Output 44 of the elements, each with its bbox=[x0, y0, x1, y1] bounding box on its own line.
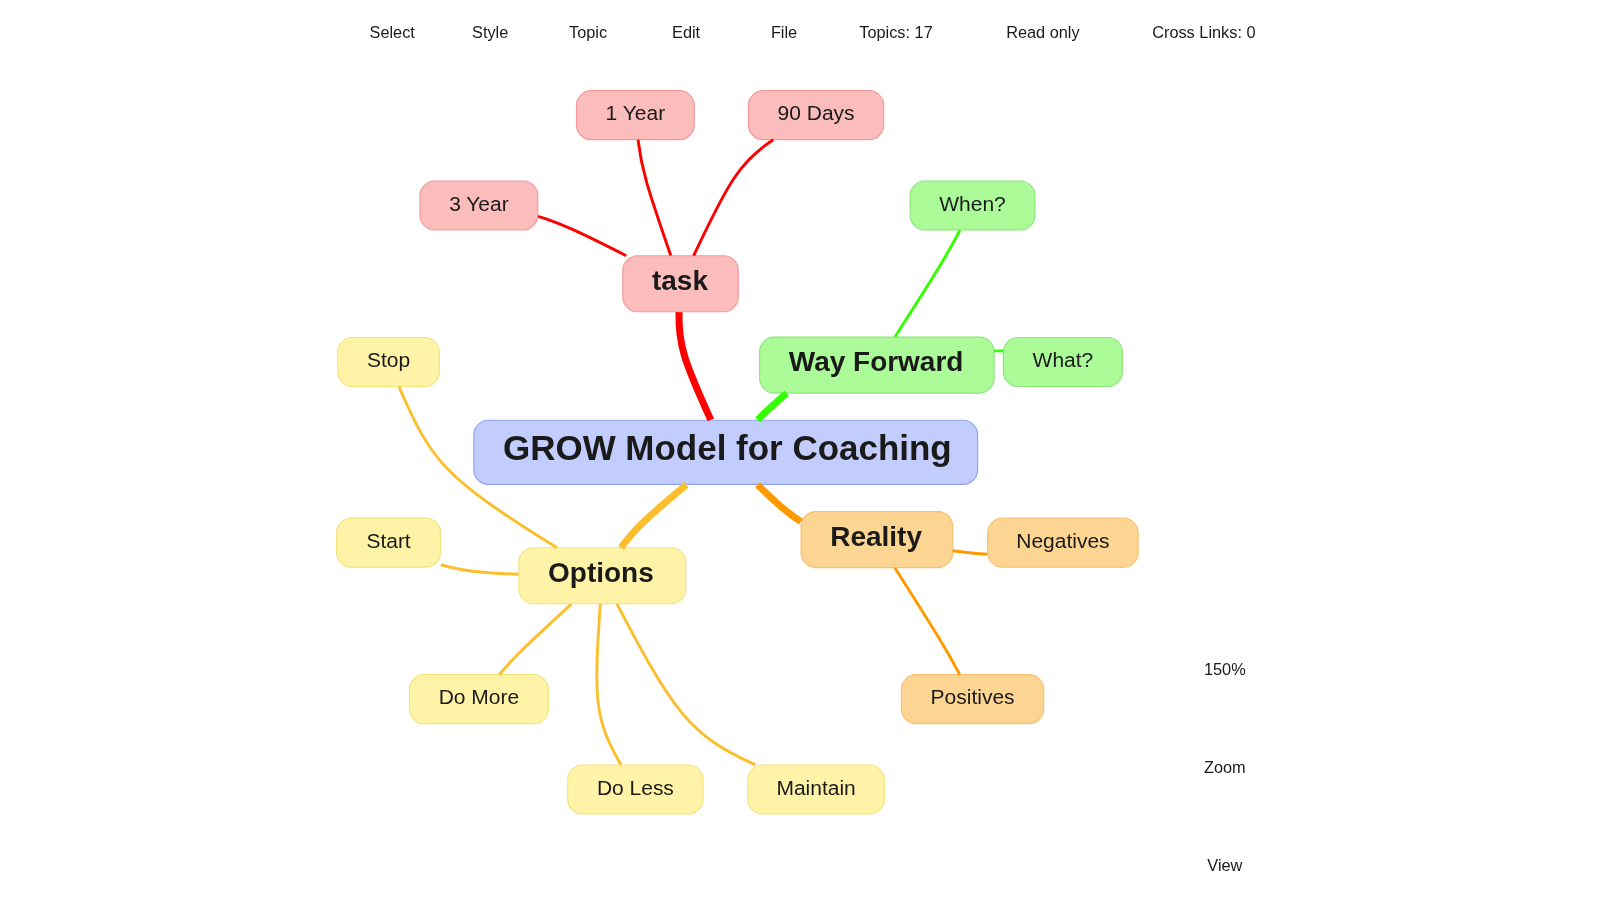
connector bbox=[397, 386, 558, 549]
connector bbox=[636, 139, 673, 256]
node-box: Options bbox=[518, 547, 687, 605]
connector bbox=[675, 312, 714, 422]
node-box: What? bbox=[1002, 336, 1123, 388]
label: Edit bbox=[672, 22, 701, 41]
connector bbox=[893, 566, 961, 676]
connector bbox=[618, 482, 689, 550]
node-box: When? bbox=[909, 180, 1036, 231]
connector bbox=[440, 563, 519, 576]
label: Topics: 17 bbox=[859, 22, 933, 41]
node-box: task bbox=[622, 255, 739, 313]
label: Select bbox=[369, 22, 415, 41]
node-box: Do Less bbox=[567, 764, 704, 815]
node-box: 3 Year bbox=[419, 180, 539, 231]
connector bbox=[615, 603, 757, 767]
node-box: Stop bbox=[337, 336, 440, 388]
label: File bbox=[770, 22, 798, 41]
node-box: Start bbox=[336, 517, 442, 568]
connector bbox=[595, 603, 623, 766]
connector bbox=[952, 549, 988, 556]
label: Zoom bbox=[1204, 757, 1246, 776]
node-box: Way Forward bbox=[759, 336, 995, 394]
node-box: Negatives bbox=[987, 517, 1139, 568]
label: View bbox=[1207, 855, 1243, 874]
node-box: Do More bbox=[408, 674, 549, 725]
node-box: Maintain bbox=[747, 764, 885, 815]
label: Style bbox=[472, 22, 509, 41]
connector bbox=[498, 602, 573, 676]
connector bbox=[994, 349, 1004, 353]
label: Cross Links: 0 bbox=[1152, 22, 1256, 41]
connector bbox=[537, 214, 627, 258]
label: 150% bbox=[1203, 659, 1246, 678]
node-box: Positives bbox=[900, 674, 1045, 725]
label: Topic bbox=[569, 22, 608, 41]
node-box: GROW Model for Coaching bbox=[473, 419, 979, 485]
connector bbox=[692, 138, 775, 257]
node-box: 90 Days bbox=[747, 90, 885, 141]
connector bbox=[893, 229, 962, 338]
node-box: Reality bbox=[800, 511, 954, 569]
node-box: 1 Year bbox=[575, 90, 695, 141]
label: Read only bbox=[1006, 22, 1080, 41]
connector bbox=[755, 482, 803, 525]
connector bbox=[755, 390, 789, 423]
